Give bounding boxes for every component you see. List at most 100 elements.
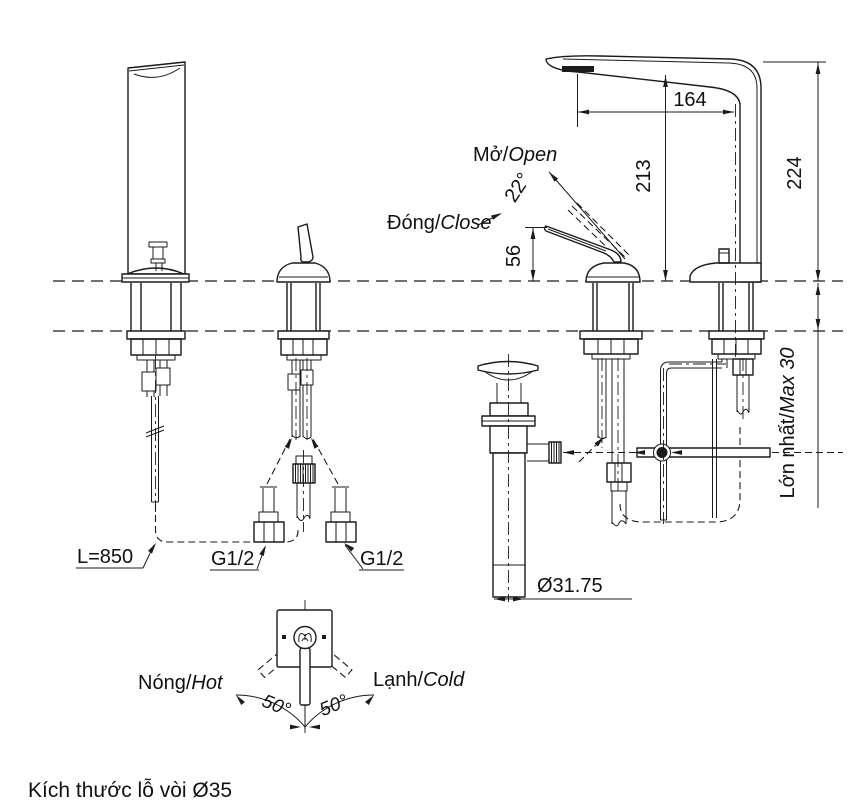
below-deck-side <box>579 283 765 527</box>
label-max-height: Lớn nhất/Max 30 <box>777 348 799 499</box>
pop-up-linkage <box>636 359 771 521</box>
arrowhead <box>290 724 301 730</box>
dim-spout-reach: 164 <box>673 89 706 111</box>
arrowhead <box>663 270 668 281</box>
open-lever-dashed <box>567 202 631 262</box>
pivot-ball <box>656 447 668 458</box>
arrowhead <box>259 545 266 557</box>
arrowhead <box>663 76 668 87</box>
spout-lock-nut <box>130 338 182 356</box>
spout-lock-nut-facets <box>136 339 176 361</box>
dim-spout-height: 213 <box>633 159 655 192</box>
arrowhead <box>365 695 374 705</box>
handle-outlet-collar <box>295 455 313 465</box>
arrowhead <box>513 596 524 602</box>
open-lever-leader <box>548 171 626 260</box>
label-hose-length: L=850 <box>77 546 133 568</box>
arrowhead <box>311 438 319 449</box>
handle-lock-nut-facets <box>286 339 322 361</box>
supply-pointer-dashed-right <box>312 438 339 485</box>
arrowhead <box>634 450 645 455</box>
drain-side-port <box>527 443 549 462</box>
arrowhead <box>147 543 156 554</box>
spout-shank <box>130 283 182 331</box>
arrowhead <box>594 437 604 447</box>
dim-open-angle: 22° <box>501 169 536 206</box>
label-hot: Nóng/Hot <box>138 672 224 694</box>
label-thread-left: G1/2 <box>211 548 254 570</box>
arrowhead <box>494 596 505 602</box>
handle-stem-mark <box>298 633 312 643</box>
drain-stem <box>496 383 522 403</box>
dim-swing-right: 50° <box>317 691 352 721</box>
arrowhead <box>530 228 536 239</box>
drain-assembly <box>477 360 562 598</box>
arrowhead <box>563 450 574 455</box>
side-outlet-hex <box>606 462 632 483</box>
drain-collar <box>489 402 529 417</box>
drain-tube <box>492 452 526 598</box>
supply-pointer-dashed-left <box>266 438 291 485</box>
valve-right <box>330 486 351 523</box>
hole-layout <box>257 609 353 706</box>
drawing-caption: Kích thước lỗ vòi Ø35 <box>28 779 232 802</box>
labels-layer: Mở/Open Đóng/Close 22° 56 164 213 224 Lớ… <box>28 89 806 802</box>
swing-arc-right <box>304 694 375 728</box>
arrowhead <box>815 284 821 295</box>
dim-swing-left: 50° <box>259 691 294 721</box>
valve-right-hex <box>325 521 357 543</box>
valve-left <box>258 486 279 523</box>
side-spout-nut <box>711 338 762 355</box>
handle-top-view <box>299 647 311 706</box>
valve-left-hex-facets <box>263 522 275 542</box>
arrowhead <box>284 438 292 449</box>
handle-lock-flange <box>277 330 330 340</box>
centerlines <box>155 104 744 733</box>
side-handle-nut-facets <box>591 339 631 360</box>
popup-knob <box>718 248 730 264</box>
side-supply-hose <box>736 359 750 415</box>
side-handle-dome <box>585 262 641 283</box>
side-spout-flange <box>708 330 765 340</box>
side-spout-base <box>689 262 762 283</box>
arrowhead <box>723 109 734 115</box>
side-handle-nut <box>583 338 639 355</box>
spout-tail-tubes <box>141 360 171 397</box>
closed-lever-inner-line <box>547 228 607 252</box>
side-spout-body <box>545 55 762 283</box>
valve-right-hex-facets <box>335 522 347 542</box>
lift-rod <box>712 359 717 518</box>
screw-dot-right <box>322 635 326 639</box>
dim-56-lines <box>525 227 547 282</box>
valve-left-hex <box>253 521 285 543</box>
handle-dome-front <box>276 262 331 283</box>
dim-164-lines <box>577 74 734 127</box>
side-hose-route-dashed <box>619 424 741 523</box>
arrowhead <box>491 213 502 220</box>
handle-outlet-knurl-nut <box>292 463 316 484</box>
arrowhead <box>671 450 682 455</box>
side-handle-flange <box>579 330 643 340</box>
supply-valves <box>253 486 357 543</box>
spout-column-top-lines <box>128 64 185 78</box>
arrowhead <box>309 724 320 730</box>
closed-lever <box>543 225 622 263</box>
arrowhead <box>549 172 559 182</box>
spout-lock-flange <box>126 330 186 340</box>
label-open: Mở/Open <box>473 144 557 166</box>
handle-supply-hoses <box>287 360 314 440</box>
handle-lock-nut <box>280 338 328 356</box>
handle-shank <box>286 283 321 331</box>
side-spout-shank <box>718 283 754 331</box>
dimension-lines <box>76 61 826 729</box>
arrowhead <box>815 319 821 330</box>
arrowheads <box>147 63 821 730</box>
side-spout-nut-facets <box>717 339 756 360</box>
arrowhead <box>236 695 245 705</box>
screw-dot-left <box>282 635 286 639</box>
dim-lever-height: 56 <box>503 245 525 267</box>
front-view-handle <box>276 223 331 522</box>
side-spout-aerator <box>562 66 594 72</box>
arrowhead <box>815 63 821 74</box>
